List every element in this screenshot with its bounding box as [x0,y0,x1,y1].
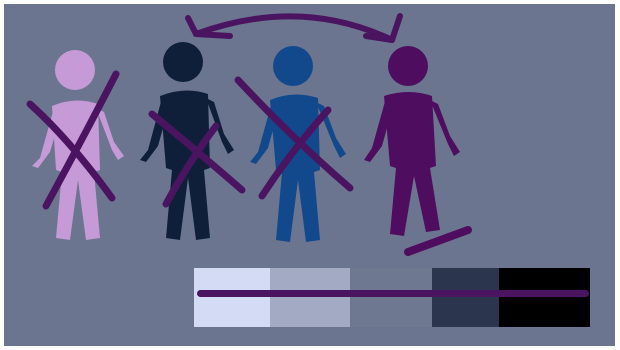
swap-arrow [188,16,400,40]
swatch-4 [432,268,499,327]
swatch-2 [270,268,350,327]
swatch-1 [194,268,270,327]
figure-4-dark-purple [364,46,460,236]
swatch-5 [499,268,590,327]
base-stroke [408,230,468,252]
shade-strip [194,268,590,327]
swatch-3 [350,268,432,327]
shade-strip-line [197,290,589,297]
